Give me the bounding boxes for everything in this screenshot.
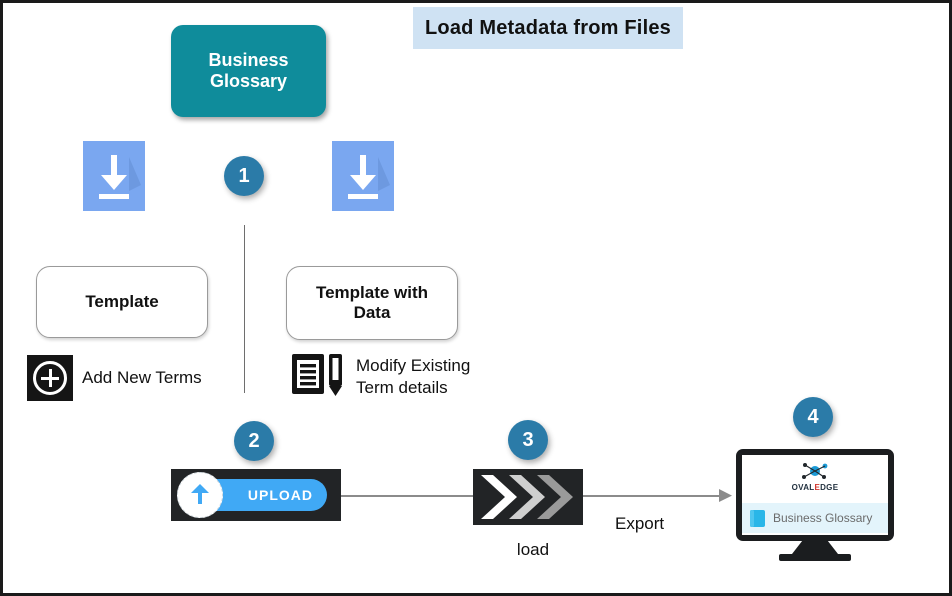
modify-existing-line2: Term details: [356, 377, 448, 397]
add-new-terms-row: Add New Terms: [27, 355, 202, 401]
logo-edge-e: E: [814, 482, 821, 492]
ovaledge-logo: OVALEDGE: [742, 455, 888, 497]
template-box-label: Template: [85, 291, 159, 311]
template-box[interactable]: Template: [36, 266, 208, 338]
book-icon: [750, 509, 765, 527]
download-icon-left[interactable]: [83, 141, 145, 211]
step-badge-2-label: 2: [248, 429, 260, 452]
document-edit-icon: [290, 351, 346, 402]
step-badge-4: 4: [793, 397, 833, 437]
step-badge-4-label: 4: [807, 405, 819, 428]
template-with-data-label: Template with Data: [316, 283, 428, 324]
plus-circle-icon: [27, 355, 73, 401]
logo-edge-rest: DGE: [820, 482, 839, 492]
download-icon-right[interactable]: [332, 141, 394, 211]
connector-upload-to-load: [341, 495, 473, 497]
modify-existing-line1: Modify Existing: [356, 356, 471, 376]
upload-arrow-icon: [177, 472, 223, 518]
monitor-stand-neck: [792, 541, 838, 554]
monitor-row-label: Business Glossary: [773, 511, 873, 525]
template-with-data-line1: Template with: [315, 282, 429, 302]
add-new-terms-label: Add New Terms: [82, 368, 202, 388]
node-label-line1: Business: [208, 49, 289, 70]
export-label: Export: [615, 514, 665, 533]
monitor-business-glossary-row[interactable]: Business Glossary: [742, 503, 888, 533]
load-label: load: [516, 540, 550, 559]
load-chevrons-icon[interactable]: [473, 469, 583, 525]
monitor-screen: OVALEDGE Business Glossary: [742, 455, 888, 535]
step-badge-3: 3: [508, 420, 548, 460]
step-badge-1: 1: [224, 156, 264, 196]
modify-existing-label: Modify Existing Term details: [356, 355, 470, 398]
template-with-data-box[interactable]: Template with Data: [286, 266, 458, 340]
modify-existing-row: Modify Existing Term details: [290, 351, 470, 402]
step-badge-1-label: 1: [238, 164, 250, 187]
upload-button[interactable]: UPLOAD: [171, 469, 341, 521]
node-label-line2: Glossary: [209, 71, 288, 91]
business-glossary-node[interactable]: Business Glossary: [171, 25, 326, 117]
step-badge-3-label: 3: [522, 428, 534, 451]
step-badge-2: 2: [234, 421, 274, 461]
vertical-divider: [244, 225, 246, 393]
connector-load-to-monitor: [583, 495, 725, 497]
monitor-display[interactable]: OVALEDGE Business Glossary: [736, 449, 894, 541]
monitor-stand-base: [779, 554, 851, 561]
connector-arrowhead-icon: [719, 489, 733, 508]
upload-button-label: UPLOAD: [247, 487, 313, 503]
logo-oval-text: OVAL: [791, 482, 815, 492]
page-title: Load Metadata from Files: [425, 16, 671, 39]
ovaledge-logo-text: OVALEDGE: [792, 483, 839, 492]
diagram-title-banner: Load Metadata from Files: [413, 7, 683, 49]
template-with-data-line2: Data: [353, 303, 391, 322]
business-glossary-node-label: Business Glossary: [208, 50, 288, 92]
